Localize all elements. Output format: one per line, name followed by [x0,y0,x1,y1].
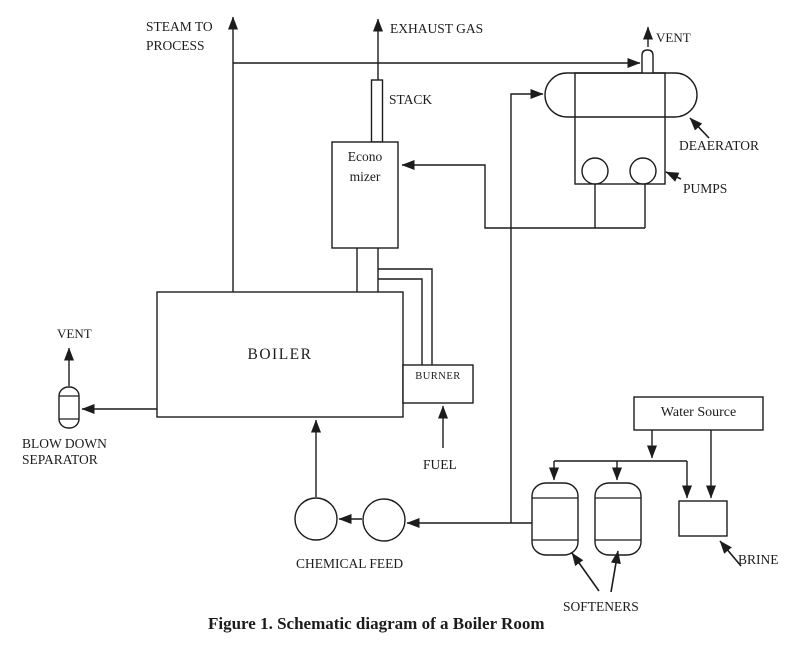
softeners-label-arrow-2 [610,550,621,593]
softener-2-shell-lines [595,497,641,541]
chemical-feed-label: CHEMICAL FEED [296,556,404,571]
boiler-vessel [156,291,404,418]
softener-tank-1 [531,482,579,556]
steam-to-process-line2: PROCESS [146,38,205,53]
deaerator-vessel [544,72,698,118]
figure-caption: Figure 1. Schematic diagram of a Boiler … [208,614,545,633]
economizer-line2: mizer [349,169,381,184]
water-source-label: Water Source [660,405,737,420]
chemical-feed-pump-2 [362,498,406,542]
exhaust-gas-label: EXHAUST GAS [390,21,484,36]
softener-to-deaerator-arrow [510,89,544,523]
deaerator-label: DEAERATOR [679,138,760,153]
brine-label-arrow [719,540,742,567]
separator-vent-label: VENT [57,326,92,341]
flue-duct-boiler-to-economizer [356,248,379,292]
pump-1 [581,157,609,185]
economizer-line1: Econo [347,149,383,164]
brine-tank [678,500,728,537]
pump-2 [629,157,657,185]
economizer-label: Econo mizer [332,147,398,187]
burner-label: BURNER [415,371,461,382]
brine-label: BRINE [738,552,779,567]
pump-discharge-manifold [594,184,646,228]
stack-pipe [370,79,384,143]
steam-to-process-line1: STEAM TO [146,19,213,34]
fuel-label: FUEL [423,457,457,472]
steam-to-process-label: STEAM TO PROCESS [146,17,213,55]
boiler-label: BOILER [247,346,313,363]
economizer-box [331,141,399,249]
blow-down-line2: SEPARATOR [22,452,98,467]
deaerator-vent-pipe [641,49,654,73]
blowdown-separator-vessel [58,386,80,429]
pumps-label: PUMPS [683,181,728,196]
deaerator-label-arrow [689,117,710,139]
separator-shell-lines [59,395,79,420]
pumps-to-economizer-arrow [401,160,645,229]
softener-1-shell-lines [532,497,578,541]
chemical-feed-pump-1 [294,497,338,541]
softeners-label: SOFTENERS [563,599,639,614]
deaerator-vent-label: VENT [656,30,691,45]
blow-down-separator-label: BLOW DOWN SEPARATOR [22,436,107,468]
duct-burner-to-economizer [378,268,433,365]
water-source-box [633,396,764,431]
softeners-label-arrow-1 [571,552,600,592]
pumps-label-arrow [665,171,682,182]
burner-box [402,364,474,404]
softener-tank-2 [594,482,642,556]
deaerator-skirt [574,72,666,185]
stack-label: STACK [389,92,433,107]
blow-down-line1: BLOW DOWN [22,436,107,451]
